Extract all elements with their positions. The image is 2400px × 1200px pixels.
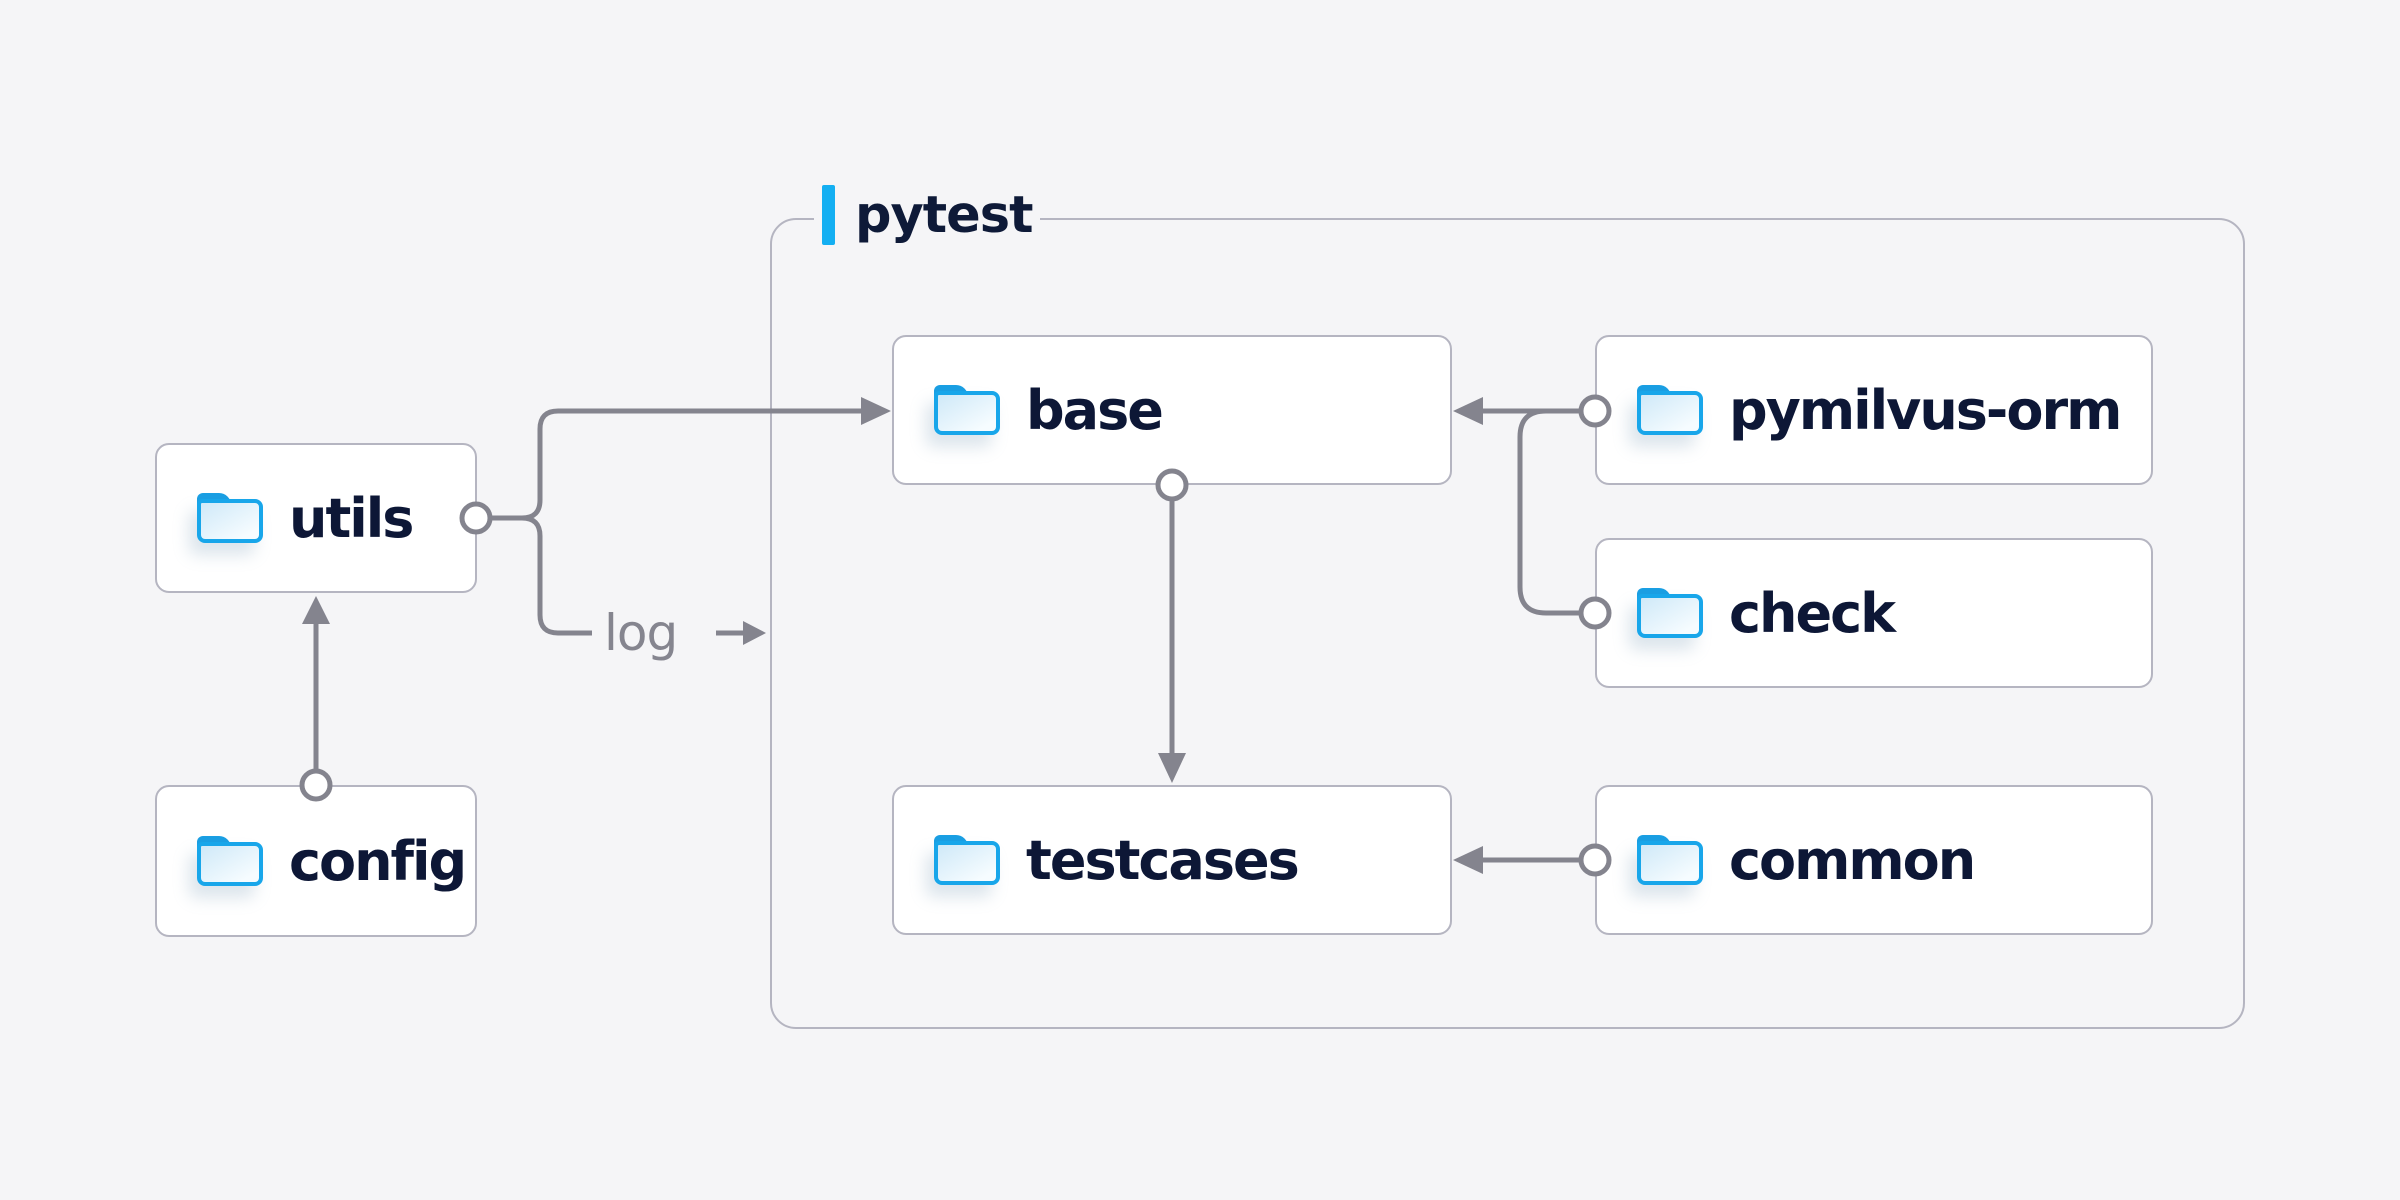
folder-body [1637, 594, 1703, 638]
arrowhead-up [302, 596, 330, 624]
folder-icon [934, 835, 1000, 885]
node-utils: utils [155, 443, 477, 593]
node-label-utils: utils [289, 486, 414, 550]
node-check: check [1595, 538, 2153, 688]
arrowhead-right-small [743, 621, 766, 645]
folder-icon [1637, 835, 1703, 885]
pytest-group-container [770, 218, 2245, 1029]
folder-body [934, 841, 1000, 885]
node-testcases: testcases [892, 785, 1452, 935]
accent-bar [822, 185, 835, 245]
node-label-config: config [289, 829, 467, 893]
node-label-testcases: testcases [1026, 828, 1300, 892]
node-base: base [892, 335, 1452, 485]
edge-path-to-log [521, 515, 592, 636]
edge-config-to-utils [299, 596, 333, 802]
folder-icon [1637, 385, 1703, 435]
folder-body [934, 391, 1000, 435]
node-label-check: check [1729, 581, 1896, 645]
node-config: config [155, 785, 477, 937]
node-label-common: common [1729, 828, 1976, 892]
edge-label-log: log [604, 604, 678, 662]
folder-body [1637, 391, 1703, 435]
folder-icon [197, 836, 263, 886]
folder-body [197, 842, 263, 886]
node-common: common [1595, 785, 2153, 935]
folder-icon [934, 385, 1000, 435]
folder-body [1637, 841, 1703, 885]
node-label-base: base [1026, 378, 1164, 442]
pytest-group-label: pytest [814, 182, 1041, 248]
node-label-pymilvus-orm: pymilvus-orm [1729, 378, 2122, 442]
folder-icon [197, 493, 263, 543]
folder-body [197, 499, 263, 543]
folder-icon [1637, 588, 1703, 638]
pytest-group-label-text: pytest [855, 185, 1033, 245]
node-pymilvus-orm: pymilvus-orm [1595, 335, 2153, 485]
